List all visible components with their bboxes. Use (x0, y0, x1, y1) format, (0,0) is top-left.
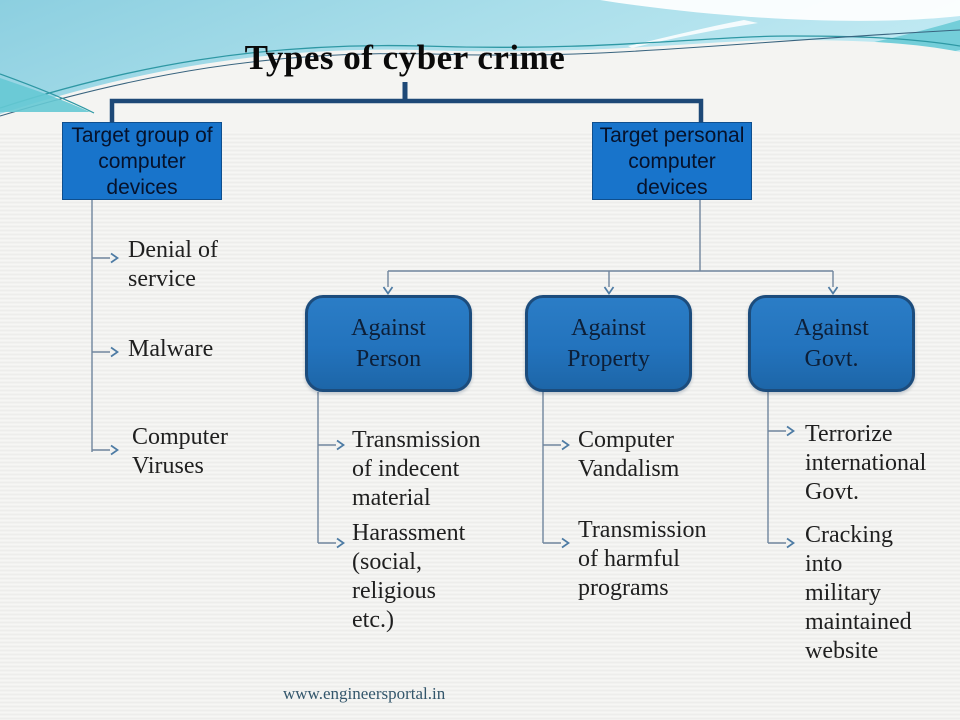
leaf-computer-vandalism: Computer Vandalism (578, 427, 680, 482)
arrow-right-icon (110, 346, 119, 358)
arrow-right-icon (561, 439, 570, 451)
white-slash-accent (628, 20, 758, 48)
leaf-denial-of-service: Denial of service (128, 237, 218, 292)
arrow-down-icon (827, 286, 839, 295)
leaf-malware: Malware (128, 336, 214, 362)
leaf-cracking-military-website: Cracking into military maintained websit… (805, 522, 912, 664)
arrow-right-icon (110, 444, 119, 456)
leaf-terrorize-international-govt: Terrorize international Govt. (805, 421, 927, 505)
node-against-govt: Against Govt. (748, 295, 915, 392)
node-against-person: Against Person (305, 295, 472, 392)
left-elbow-lines (92, 257, 110, 451)
drop-lines (387, 271, 834, 287)
page-title: Types of cyber crime (244, 38, 566, 77)
navy-crest-line (0, 29, 960, 117)
arrow-right-icon (786, 425, 795, 437)
arrow-right-icon (336, 537, 345, 549)
property-branch-lines (542, 392, 561, 544)
leaf-transmission-indecent-material: Transmission of indecent material (352, 427, 481, 511)
root-bracket-line (109, 98, 704, 122)
arrow-right-icon (561, 537, 570, 549)
leaf-computer-viruses: Computer Viruses (132, 424, 228, 479)
arrow-right-icon (786, 537, 795, 549)
leaf-transmission-harmful-programs: Transmission of harmful programs (578, 517, 707, 601)
arrow-down-icon (603, 286, 615, 295)
node-target-group-devices: Target group of computer devices (62, 122, 222, 200)
top-right-white-sweep (600, 0, 960, 21)
node-against-property: Against Property (525, 295, 692, 392)
left-teal-wedge (0, 78, 90, 112)
arrow-right-icon (110, 252, 119, 264)
leaf-harassment: Harassment (social, religious etc.) (352, 520, 466, 633)
arrow-right-icon (336, 439, 345, 451)
govt-branch-lines (767, 392, 786, 544)
left-wedge-line (0, 73, 95, 114)
person-branch-lines (317, 392, 336, 544)
arrow-down-icon (382, 286, 394, 295)
header-wave-decoration (0, 0, 960, 132)
node-target-personal-devices: Target personal computer devices (592, 122, 752, 200)
footer-website-url: www.engineersportal.in (283, 684, 446, 703)
